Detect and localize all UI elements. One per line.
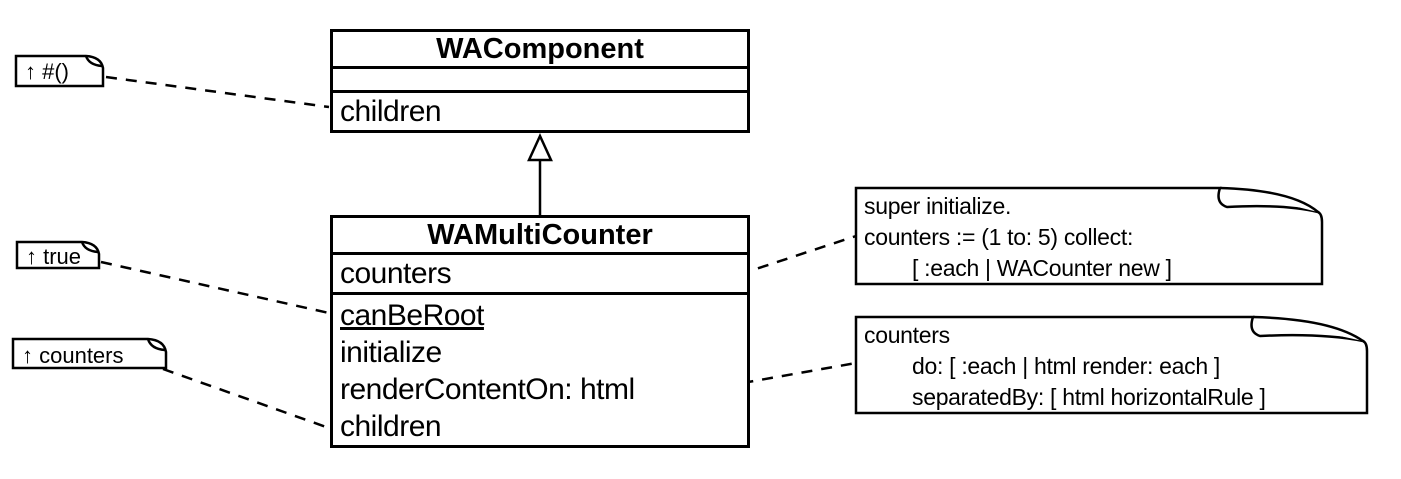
class-box-wacomponent: WAComponent children	[330, 29, 750, 133]
method-children-multicounter: children	[340, 410, 442, 443]
note-shape-counters-fold	[146, 338, 166, 352]
note-shape-render-code	[854, 315, 1369, 415]
note-shape-initialize-code-fold	[1219, 186, 1319, 213]
code-line: super initialize.	[864, 193, 1012, 219]
note-shape-initialize-code	[854, 186, 1324, 286]
attributes-compartment-wamulticounter: counters	[333, 252, 747, 292]
note-return-empty-array: ↑ #()	[25, 59, 69, 84]
class-title-wamulticounter: WAMultiCounter	[427, 218, 653, 251]
method-initialize: initialize	[340, 336, 442, 369]
note-shape-render-code-fold	[1252, 315, 1364, 343]
method-rendercontenton: renderContentOn: html	[340, 373, 635, 406]
code-line: counters := (1 to: 5) collect:	[864, 224, 1134, 250]
methods-compartment-wamulticounter: canBeRoot initialize renderContentOn: ht…	[333, 292, 747, 445]
connector-note-true-to-canberoot	[100, 260, 330, 315]
class-box-wamulticounter: WAMultiCounter counters canBeRoot initia…	[330, 215, 750, 448]
note-shape-true-fold	[80, 241, 99, 254]
note-return-counters: ↑ counters	[22, 343, 124, 368]
code-line: separatedBy: [ html horizontalRule ]	[912, 384, 1266, 410]
methods-compartment-wacomponent: children	[333, 90, 747, 130]
note-shape-hash-fold	[84, 55, 103, 68]
code-line: counters	[864, 322, 950, 348]
method-children: children	[340, 95, 442, 128]
attribute-counters: counters	[340, 257, 452, 290]
attributes-compartment-wacomponent	[333, 66, 747, 90]
code-line: [ :each | WACounter new ]	[912, 255, 1172, 281]
method-canberoot: canBeRoot	[340, 299, 484, 332]
connector-note-hash-to-children	[105, 75, 330, 109]
inheritance-arrow	[527, 132, 553, 216]
class-title-wacomponent: WAComponent	[436, 32, 644, 65]
note-code-initialize: super initialize. counters := (1 to: 5) …	[864, 191, 1172, 284]
note-return-true: ↑ true	[26, 244, 82, 269]
code-line: do: [ :each | html render: each ]	[912, 353, 1221, 379]
note-code-rendercontenton: counters do: [ :each | html render: each…	[864, 320, 1266, 413]
connector-note-counters-to-children	[162, 367, 330, 430]
